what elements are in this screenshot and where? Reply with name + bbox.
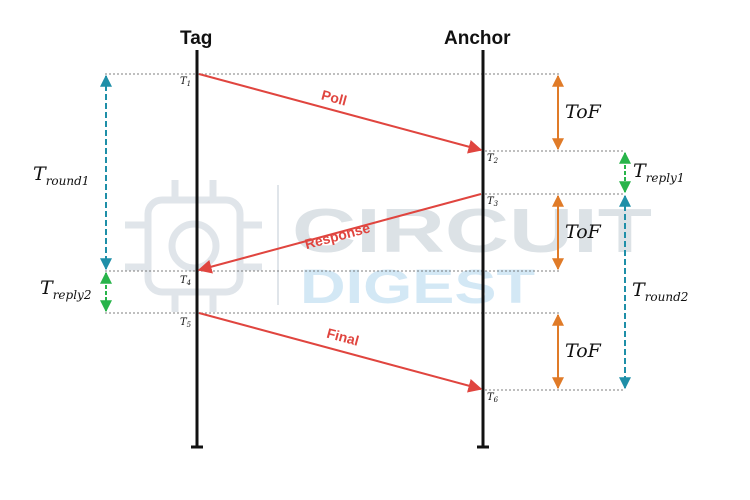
timestamp-t2: T2: [487, 153, 499, 165]
t-round1-label: Tround1: [33, 163, 89, 188]
anchor-timeline: [477, 50, 489, 449]
response-arrow: [197, 193, 482, 274]
guide-lines: [105, 73, 625, 391]
timestamp-t4: T4: [180, 275, 191, 287]
watermark-chip-icon: [125, 180, 262, 312]
timestamp-t1: T1: [180, 76, 191, 88]
tof-label-1: ToF: [565, 101, 602, 123]
watermark: CIRCUIT DIGEST: [125, 180, 652, 314]
poll-arrow: [198, 73, 483, 154]
tag-timeline: [191, 50, 203, 449]
tof-label-2: ToF: [565, 221, 602, 243]
timestamp-t5: T5: [180, 317, 192, 329]
watermark-line1: CIRCUIT: [292, 197, 652, 266]
final-arrow: [198, 312, 483, 393]
anchor-header: Anchor: [444, 28, 511, 49]
t-reply1-label: Treply1: [633, 160, 684, 185]
timestamp-t6: T6: [487, 392, 499, 404]
tof-label-3: ToF: [565, 340, 602, 362]
final-label: Final: [325, 325, 361, 349]
watermark-line2: DIGEST: [300, 261, 535, 314]
t-round2-label: Tround2: [632, 279, 688, 304]
tag-header: Tag: [180, 28, 212, 49]
timestamp-t3: T3: [487, 196, 499, 208]
t-reply2-label: Treply2: [40, 277, 91, 302]
poll-label: Poll: [320, 87, 349, 109]
